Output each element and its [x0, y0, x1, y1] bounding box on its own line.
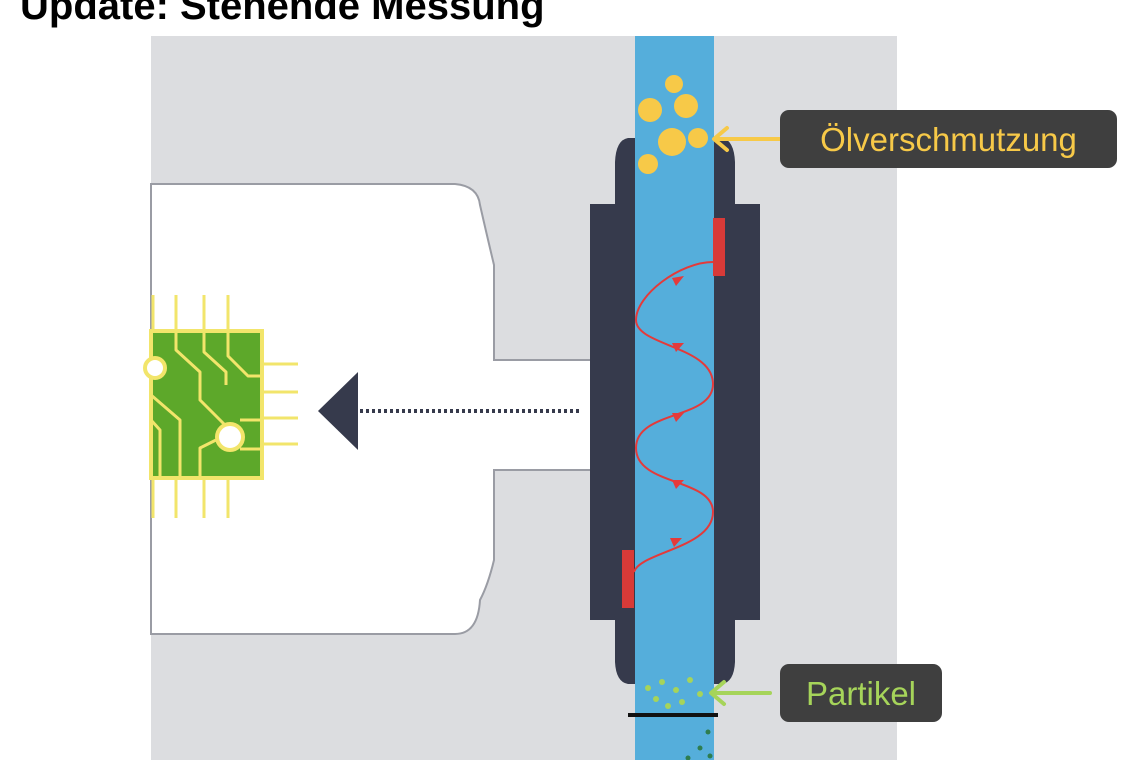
oil-droplets: [638, 75, 708, 174]
electrode-top: [713, 218, 725, 276]
dark-particles: [685, 729, 713, 760]
wave-signal: [633, 261, 715, 573]
particle-label: Partikel: [780, 664, 942, 722]
particles: [645, 677, 703, 709]
particle-label-text: Partikel: [805, 674, 917, 712]
electrode-bottom: [622, 550, 634, 608]
oil-pointer-arrow: [712, 126, 782, 152]
page-title: Update: Stehende Messung: [20, 0, 545, 28]
arrow-left-icon: [318, 372, 358, 450]
particle-pointer-arrow: [709, 680, 772, 706]
oil-contamination-label-text: Ölverschmutzung: [820, 120, 1077, 158]
circuit-chip-icon: [143, 295, 298, 518]
oil-contamination-label: Ölverschmutzung: [780, 110, 1117, 168]
